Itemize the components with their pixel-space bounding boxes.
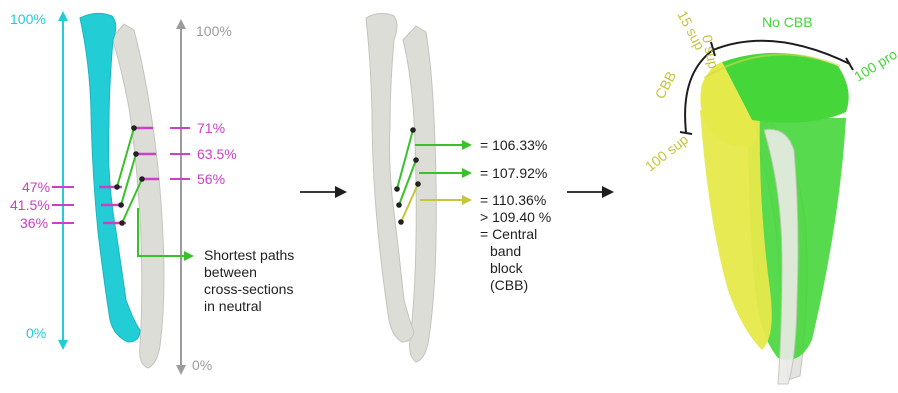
- ulna-bone-gray: [403, 26, 436, 362]
- cbb-def-3: block: [490, 260, 524, 276]
- rotation-path-3: [401, 184, 418, 222]
- radius-level-41-5: 41.5%: [10, 197, 50, 213]
- annotation-line-4: in neutral: [204, 298, 262, 314]
- radius-level-47: 47%: [22, 179, 50, 195]
- ulna-axis-bottom-label: 0%: [192, 357, 212, 373]
- ulna-level-63-5: 63.5%: [197, 146, 237, 162]
- rotation-path-2: [399, 160, 416, 205]
- path-length-1: = 106.33%: [480, 137, 547, 153]
- path-endpoint: [139, 176, 145, 182]
- radius-axis-top-label: 100%: [10, 11, 46, 27]
- annotation-line-2: between: [204, 264, 257, 280]
- path-endpoint: [398, 219, 404, 225]
- path-length-3: = 110.36%: [480, 192, 546, 208]
- path-endpoint: [131, 125, 137, 131]
- tick-100-pro: [846, 58, 853, 70]
- path-endpoint: [413, 157, 419, 163]
- path-endpoint: [133, 151, 139, 157]
- ulna-level-71: 71%: [197, 120, 225, 136]
- threshold-value: > 109.40 %: [480, 209, 551, 225]
- path-endpoint: [415, 181, 421, 187]
- no-cbb-label: No CBB: [762, 14, 813, 30]
- panel-rotation: = 106.33% = 107.92% = 110.36% > 109.40 %…: [366, 13, 551, 362]
- sup-100-label: 100 sup: [642, 131, 691, 174]
- path-endpoint: [119, 220, 125, 226]
- cbb-label: CBB: [652, 68, 680, 101]
- cbb-def-2: band: [490, 243, 521, 259]
- pro-100-label: 100 pro: [851, 46, 898, 85]
- panel-neutral: 100% 0% 100% 0% 71% 63.5% 56% 47% 41.5% …: [10, 11, 294, 373]
- radius-level-36: 36%: [20, 215, 48, 231]
- path-length-2: = 107.92%: [480, 165, 547, 181]
- annotation-line-1: Shortest paths: [204, 247, 294, 263]
- path-endpoint: [394, 186, 400, 192]
- path-endpoint: [118, 202, 124, 208]
- ulna-axis-top-label: 100%: [196, 23, 232, 39]
- radius-axis-bottom-label: 0%: [26, 325, 46, 341]
- cbb-def-4: (CBB): [490, 277, 528, 293]
- path-endpoint: [396, 202, 402, 208]
- sup-15-label: 15 sup: [674, 8, 708, 53]
- cbb-def-1: = Central: [480, 226, 537, 242]
- annotation-line-3: cross-sections: [204, 281, 293, 297]
- radius-bone-gray: [366, 13, 414, 342]
- rotation-path-1: [397, 130, 413, 189]
- path-endpoint: [410, 127, 416, 133]
- shortest-path-1: [117, 128, 134, 187]
- panel-cbb-region: No CBB 100 pro 0 sup 15 sup CBB 100 sup: [642, 8, 898, 384]
- path-endpoint: [114, 184, 120, 190]
- ulna-level-56: 56%: [197, 171, 225, 187]
